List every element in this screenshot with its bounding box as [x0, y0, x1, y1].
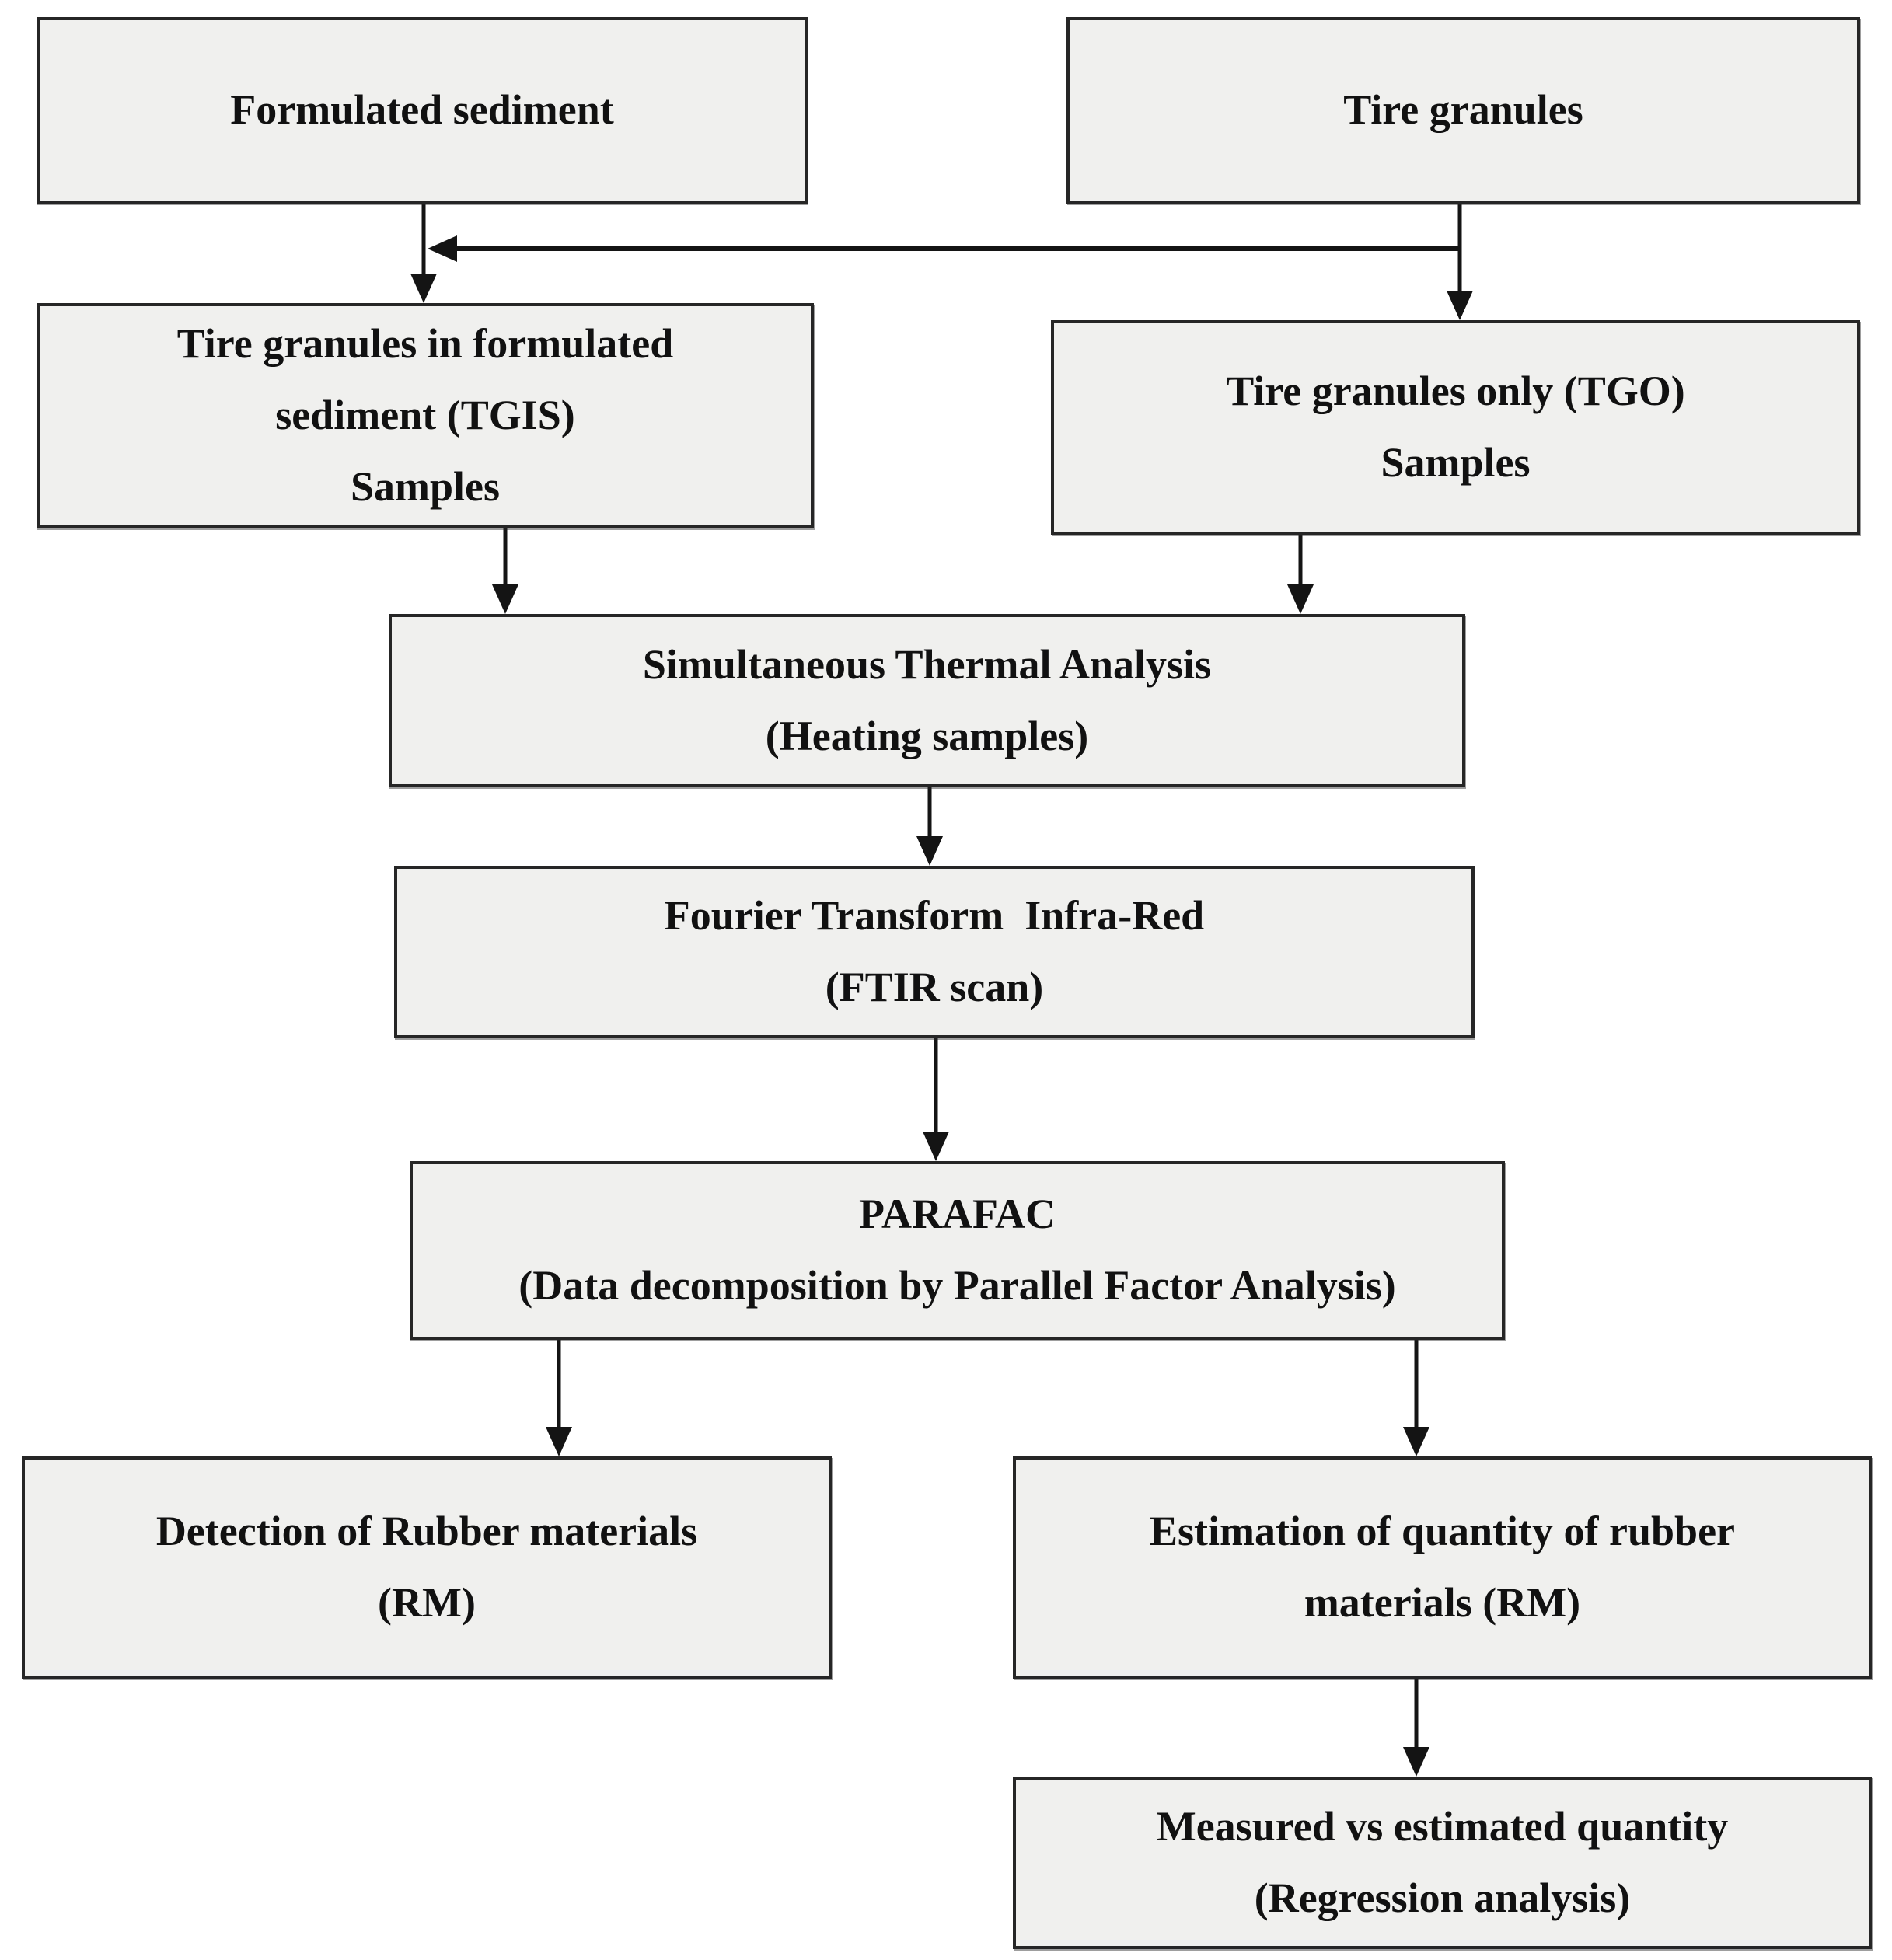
node-estimation: Estimation of quantity of rubber materia… [1013, 1456, 1872, 1679]
node-label: (Data decomposition by Parallel Factor A… [518, 1262, 1396, 1309]
arrow-ftir-to-parafac [923, 1038, 949, 1161]
node-detection: Detection of Rubber materials (RM) [22, 1456, 832, 1679]
node-tgis: Tire granules in formulated sediment (TG… [37, 303, 814, 528]
node-tgo: Tire granules only (TGO) Samples [1051, 320, 1860, 535]
node-formulated-sediment: Formulated sediment [37, 17, 808, 204]
node-label: Estimation of quantity of rubber [1149, 1508, 1736, 1555]
node-label: Fourier Transform Infra-Red [664, 892, 1205, 940]
node-sta: Simultaneous Thermal Analysis (Heating s… [389, 614, 1465, 787]
arrow-tire-granules-branch-left [428, 235, 1460, 262]
arrow-estimation-to-measured [1403, 1679, 1429, 1777]
node-label: Detection of Rubber materials [155, 1508, 698, 1555]
node-label: Measured vs estimated quantity [1156, 1803, 1729, 1850]
arrow-sta-to-ftir [916, 787, 943, 866]
node-label: Tire granules in formulated [176, 320, 674, 368]
node-measured: Measured vs estimated quantity (Regressi… [1013, 1777, 1872, 1949]
node-label: materials (RM) [1304, 1579, 1581, 1626]
arrow-tire-granules-to-tgo [1447, 204, 1473, 320]
node-label: (Heating samples) [765, 712, 1089, 759]
arrow-tgis-to-sta [492, 528, 518, 614]
node-tire-granules: Tire granules [1066, 17, 1860, 204]
node-parafac: PARAFAC (Data decomposition by Parallel … [410, 1161, 1505, 1340]
node-label: Samples [1381, 439, 1531, 486]
node-label: (Regression analysis) [1254, 1875, 1631, 1921]
node-label: sediment (TGIS) [275, 392, 575, 439]
node-ftir: Fourier Transform Infra-Red (FTIR scan) [394, 866, 1475, 1038]
node-label: Tire granules only (TGO) [1226, 368, 1685, 415]
node-label: Simultaneous Thermal Analysis [642, 640, 1212, 688]
node-label: (FTIR scan) [825, 964, 1044, 1010]
arrow-tgo-to-sta [1287, 535, 1314, 614]
node-label: Samples [350, 462, 501, 510]
node-label: Formulated sediment [230, 86, 614, 134]
arrow-formulated-sediment-to-tgis [410, 204, 437, 303]
arrow-parafac-to-detection [546, 1340, 572, 1456]
node-label: PARAFAC [859, 1191, 1056, 1238]
node-label: Tire granules [1343, 86, 1583, 134]
node-label: (RM) [378, 1579, 476, 1626]
arrow-parafac-to-estimation [1403, 1340, 1429, 1456]
